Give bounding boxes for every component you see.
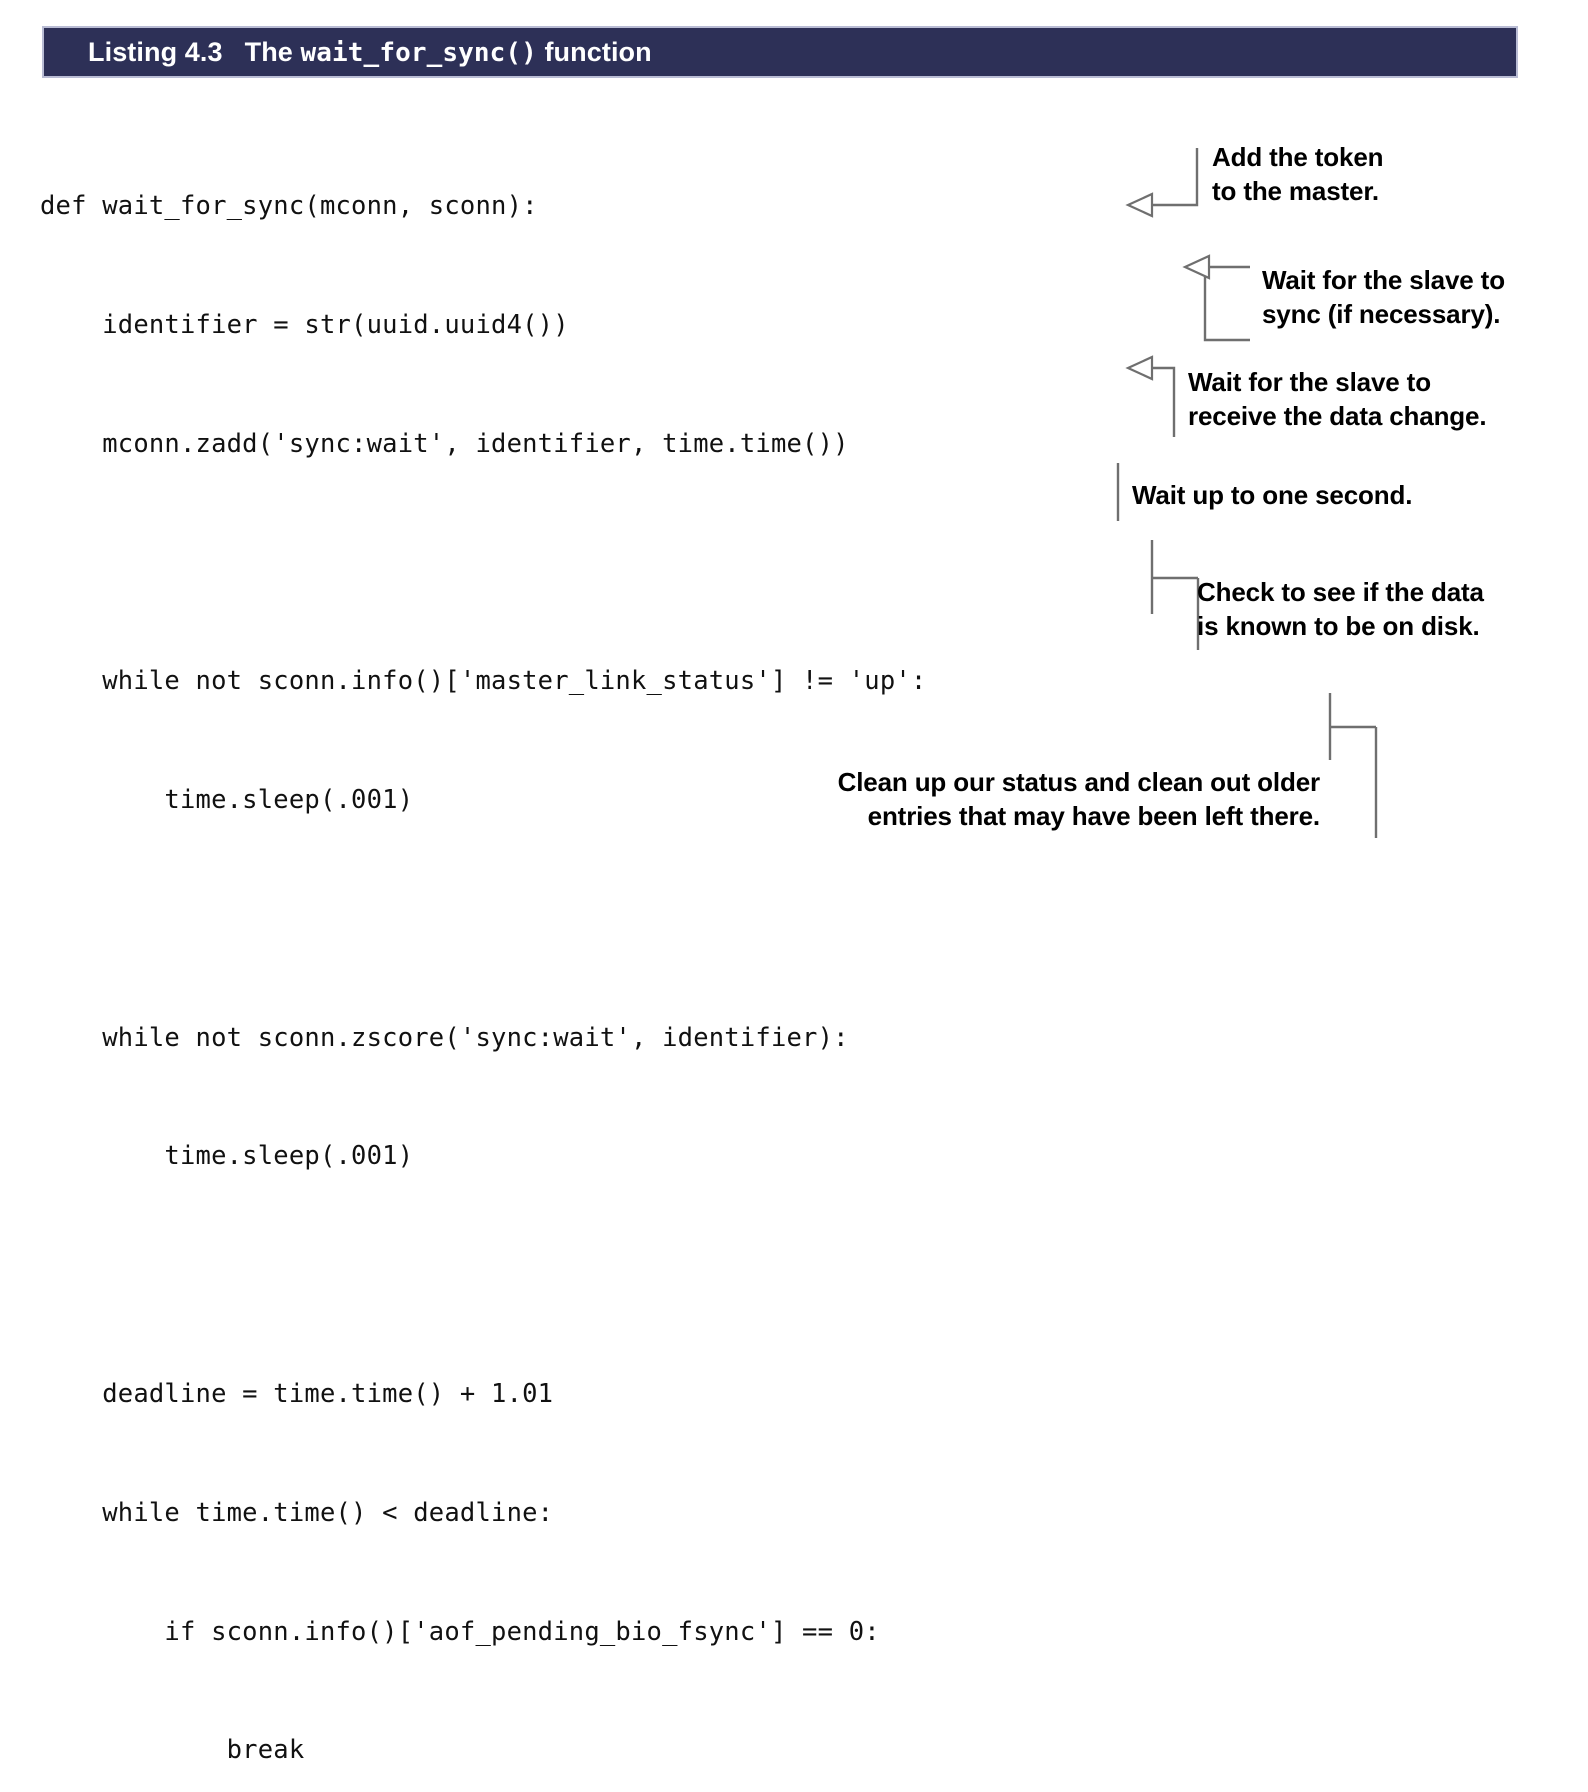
listing-header-text: Listing 4.3 The wait_for_sync() function bbox=[44, 37, 652, 68]
listing-header-bar: Listing 4.3 The wait_for_sync() function bbox=[42, 26, 1518, 78]
code-line: time.sleep(.001) bbox=[40, 1141, 414, 1172]
code-line: time.sleep(.001) bbox=[40, 785, 414, 816]
code-line: def wait_for_sync(mconn, sconn): bbox=[40, 191, 538, 222]
callout-wait-one-second: Wait up to one second. bbox=[1132, 480, 1413, 510]
code-line-blank bbox=[40, 544, 958, 584]
code-line: break bbox=[40, 1735, 305, 1766]
leader-line-wait-sync bbox=[1182, 254, 1250, 342]
code-line: deadline = time.time() + 1.01 bbox=[40, 1379, 554, 1409]
listing-number-label: Listing 4.3 bbox=[88, 36, 223, 67]
leader-line-wait-receive bbox=[1125, 355, 1176, 437]
code-line-blank bbox=[40, 900, 958, 940]
code-line: mconn.zadd('sync:wait', identifier, time… bbox=[40, 428, 849, 459]
callout-clean-up-status: Clean up our status and clean out older … bbox=[837, 767, 1321, 831]
code-line: while not sconn.zscore('sync:wait', iden… bbox=[40, 1022, 849, 1053]
code-line: if sconn.info()['aof_pending_bio_fsync']… bbox=[40, 1616, 880, 1647]
callout-wait-for-slave-sync: Wait for the slave to sync (if necessary… bbox=[1262, 265, 1505, 329]
code-line-blank bbox=[40, 1256, 958, 1296]
leader-line-add-token bbox=[1125, 148, 1199, 218]
leader-line-clean-up bbox=[1328, 693, 1378, 838]
arrowhead-icon bbox=[1182, 254, 1211, 280]
listing-the-word: The bbox=[244, 36, 293, 67]
callout-add-token-to-master: Add the token to the master. bbox=[1212, 142, 1384, 206]
arrowhead-icon bbox=[1125, 355, 1154, 381]
code-line: identifier = str(uuid.uuid4()) bbox=[40, 309, 569, 340]
leader-line-check-disk bbox=[1150, 540, 1200, 650]
callout-wait-for-slave-receive: Wait for the slave to receive the data c… bbox=[1188, 367, 1487, 431]
listing-function-name: wait_for_sync() bbox=[300, 37, 537, 68]
callout-check-data-on-disk: Check to see if the data is known to be … bbox=[1197, 577, 1484, 641]
code-line: while time.time() < deadline: bbox=[40, 1497, 554, 1528]
arrowhead-icon bbox=[1125, 192, 1154, 218]
listing-tail-word: function bbox=[544, 36, 652, 67]
code-line: while not sconn.info()['master_link_stat… bbox=[40, 666, 927, 697]
code-listing: def wait_for_sync(mconn, sconn): identif… bbox=[40, 108, 958, 1792]
